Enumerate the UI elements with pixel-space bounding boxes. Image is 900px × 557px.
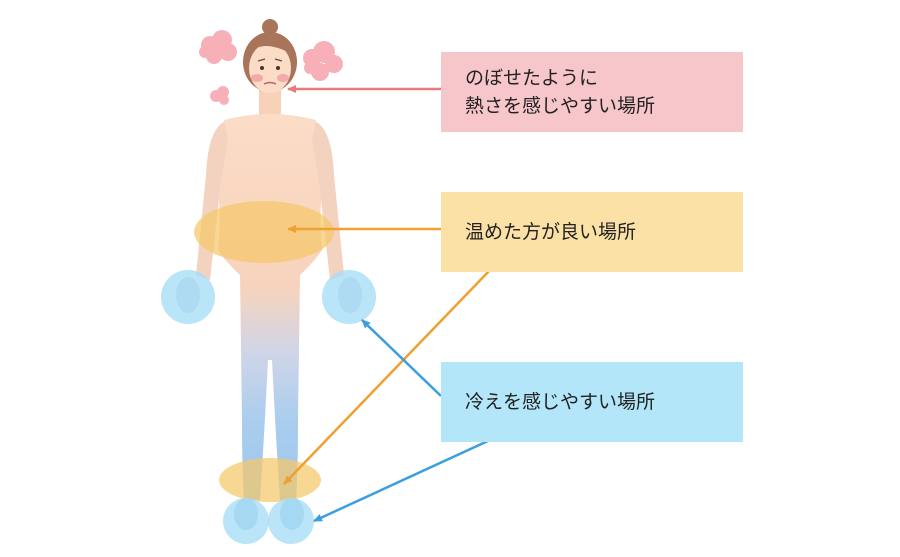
label-warm-text: 温めた方が良い場所 [465, 221, 637, 243]
label-box-heat: のぼせたように 熱さを感じやすい場所 [441, 52, 743, 132]
heat-cloud-small-icon [210, 86, 229, 105]
label-heat-line1: のぼせたように [465, 67, 599, 89]
label-cold-text: 冷えを感じやすい場所 [465, 391, 656, 413]
arrow-cold-to-hand [361, 319, 442, 397]
heat-cloud-right-icon [303, 41, 343, 81]
arrow-warm-to-ankles [283, 269, 491, 485]
heat-cloud-left-icon [199, 30, 237, 64]
label-box-warm: 温めた方が良い場所 [441, 192, 743, 272]
cold-zone-left-hand [161, 270, 215, 324]
cold-zone-right-foot [268, 498, 314, 544]
label-heat-line2: 熱さを感じやすい場所 [465, 95, 656, 117]
cold-zone-right-hand [322, 270, 376, 324]
warm-zone-waist [194, 201, 334, 263]
warm-zone-ankles [219, 458, 321, 502]
arrow-cold-to-feet [313, 438, 491, 523]
cold-zone-left-foot [223, 498, 269, 544]
label-box-cold: 冷えを感じやすい場所 [441, 362, 743, 442]
